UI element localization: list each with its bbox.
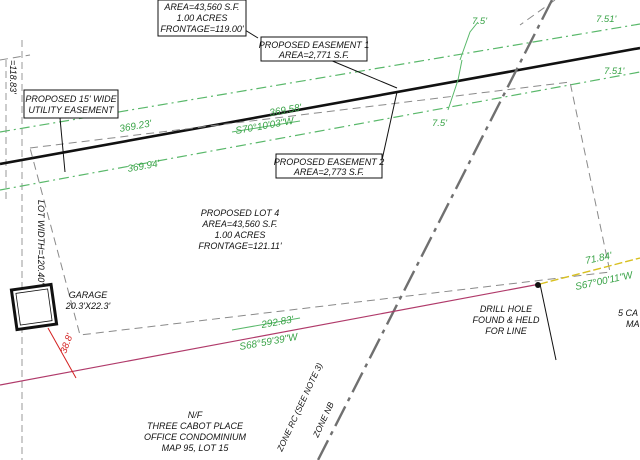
box-utility xyxy=(23,89,119,119)
leader-top-lot xyxy=(244,29,259,39)
lot4-frontage: FRONTAGE=121.11' xyxy=(198,241,281,251)
drill-hole-title: DRILL HOLE xyxy=(480,304,533,314)
left-edge-dimension: =118.83' xyxy=(8,60,18,94)
dim-7-5-top: 7.5' xyxy=(472,16,488,27)
lot-right-map: MA xyxy=(626,319,640,329)
easement-arrow-369 xyxy=(231,120,301,133)
neighbor-line xyxy=(539,257,640,285)
easement1-title: PROPOSED EASEMENT 1 xyxy=(259,40,370,50)
zone-boundary-line xyxy=(316,0,554,460)
easement-line-lower xyxy=(0,71,640,191)
box-top-lot xyxy=(157,0,247,37)
neighbor-map: MAP 95, LOT 15 xyxy=(162,443,230,453)
dim-38-8: 38.8' xyxy=(58,331,76,355)
easement2-area: AREA=2,773 S.F. xyxy=(293,167,364,177)
leader-easement2 xyxy=(381,91,398,161)
dim-7-51-top: 7.51' xyxy=(596,14,617,25)
dim-369-23: 369.23' xyxy=(119,118,154,135)
easement2-title: PROPOSED EASEMENT 2 xyxy=(274,157,385,167)
drill-hole-marker xyxy=(535,282,541,288)
lot4-area: AREA=43,560 S.F. xyxy=(201,219,277,229)
top-lot-acres: 1.00 ACRES xyxy=(177,13,228,23)
lot4-title: PROPOSED LOT 4 xyxy=(201,208,280,218)
zone-rc-label: ZONE RC (SEE NOTE 3) xyxy=(274,361,324,454)
dim-71-84: 71.84' xyxy=(584,250,614,267)
garage-inner xyxy=(15,288,53,326)
easement-tick-top xyxy=(459,21,479,61)
garage-footprint xyxy=(9,282,59,332)
easement-tick-mid xyxy=(447,59,463,111)
setback-top-left xyxy=(0,54,31,61)
leader-easement1 xyxy=(329,59,398,89)
top-lot-area: AREA=43,560 S.F. xyxy=(163,2,239,12)
property-line xyxy=(0,46,640,166)
garage-size: 20.3'X22.3' xyxy=(65,301,111,311)
neighbor-type: OFFICE CONDOMINIUM xyxy=(144,432,246,442)
box-easement1 xyxy=(260,36,368,62)
lot4-acres: 1.00 ACRES xyxy=(215,230,266,240)
drill-hole-found: FOUND & HELD xyxy=(472,315,540,325)
leader-utility xyxy=(59,117,66,173)
dim-369-94: 369.94' xyxy=(127,158,162,175)
neighbor-name: THREE CABOT PLACE xyxy=(147,421,244,431)
dim-7-5-bottom: 7.5' xyxy=(432,118,448,129)
box-easement2 xyxy=(275,153,383,179)
neighbor-nf: N/F xyxy=(188,410,203,420)
setback-envelope xyxy=(29,81,611,336)
utility-subtitle: UTILITY EASEMENT xyxy=(28,105,115,115)
front-boundary-line xyxy=(0,283,541,386)
easement-arrow-292 xyxy=(231,317,301,331)
dim-292-83: 292.83' xyxy=(260,314,296,331)
garage-offset-line xyxy=(47,327,77,379)
lot-width-label: LOT WIDTH=120.40' xyxy=(36,200,46,284)
top-lot-frontage: FRONTAGE=119.00' xyxy=(160,24,243,34)
utility-title: PROPOSED 15' WIDE xyxy=(25,94,117,104)
dim-7-51-bottom: 7.51' xyxy=(604,66,625,77)
lot-right-number: 5 CA xyxy=(618,308,638,318)
garage-title: GARAGE xyxy=(69,290,109,300)
drill-hole-for: FOR LINE xyxy=(485,326,528,336)
neighbor-side-line xyxy=(539,283,557,361)
easement1-area: AREA=2,771 S.F. xyxy=(278,50,349,60)
